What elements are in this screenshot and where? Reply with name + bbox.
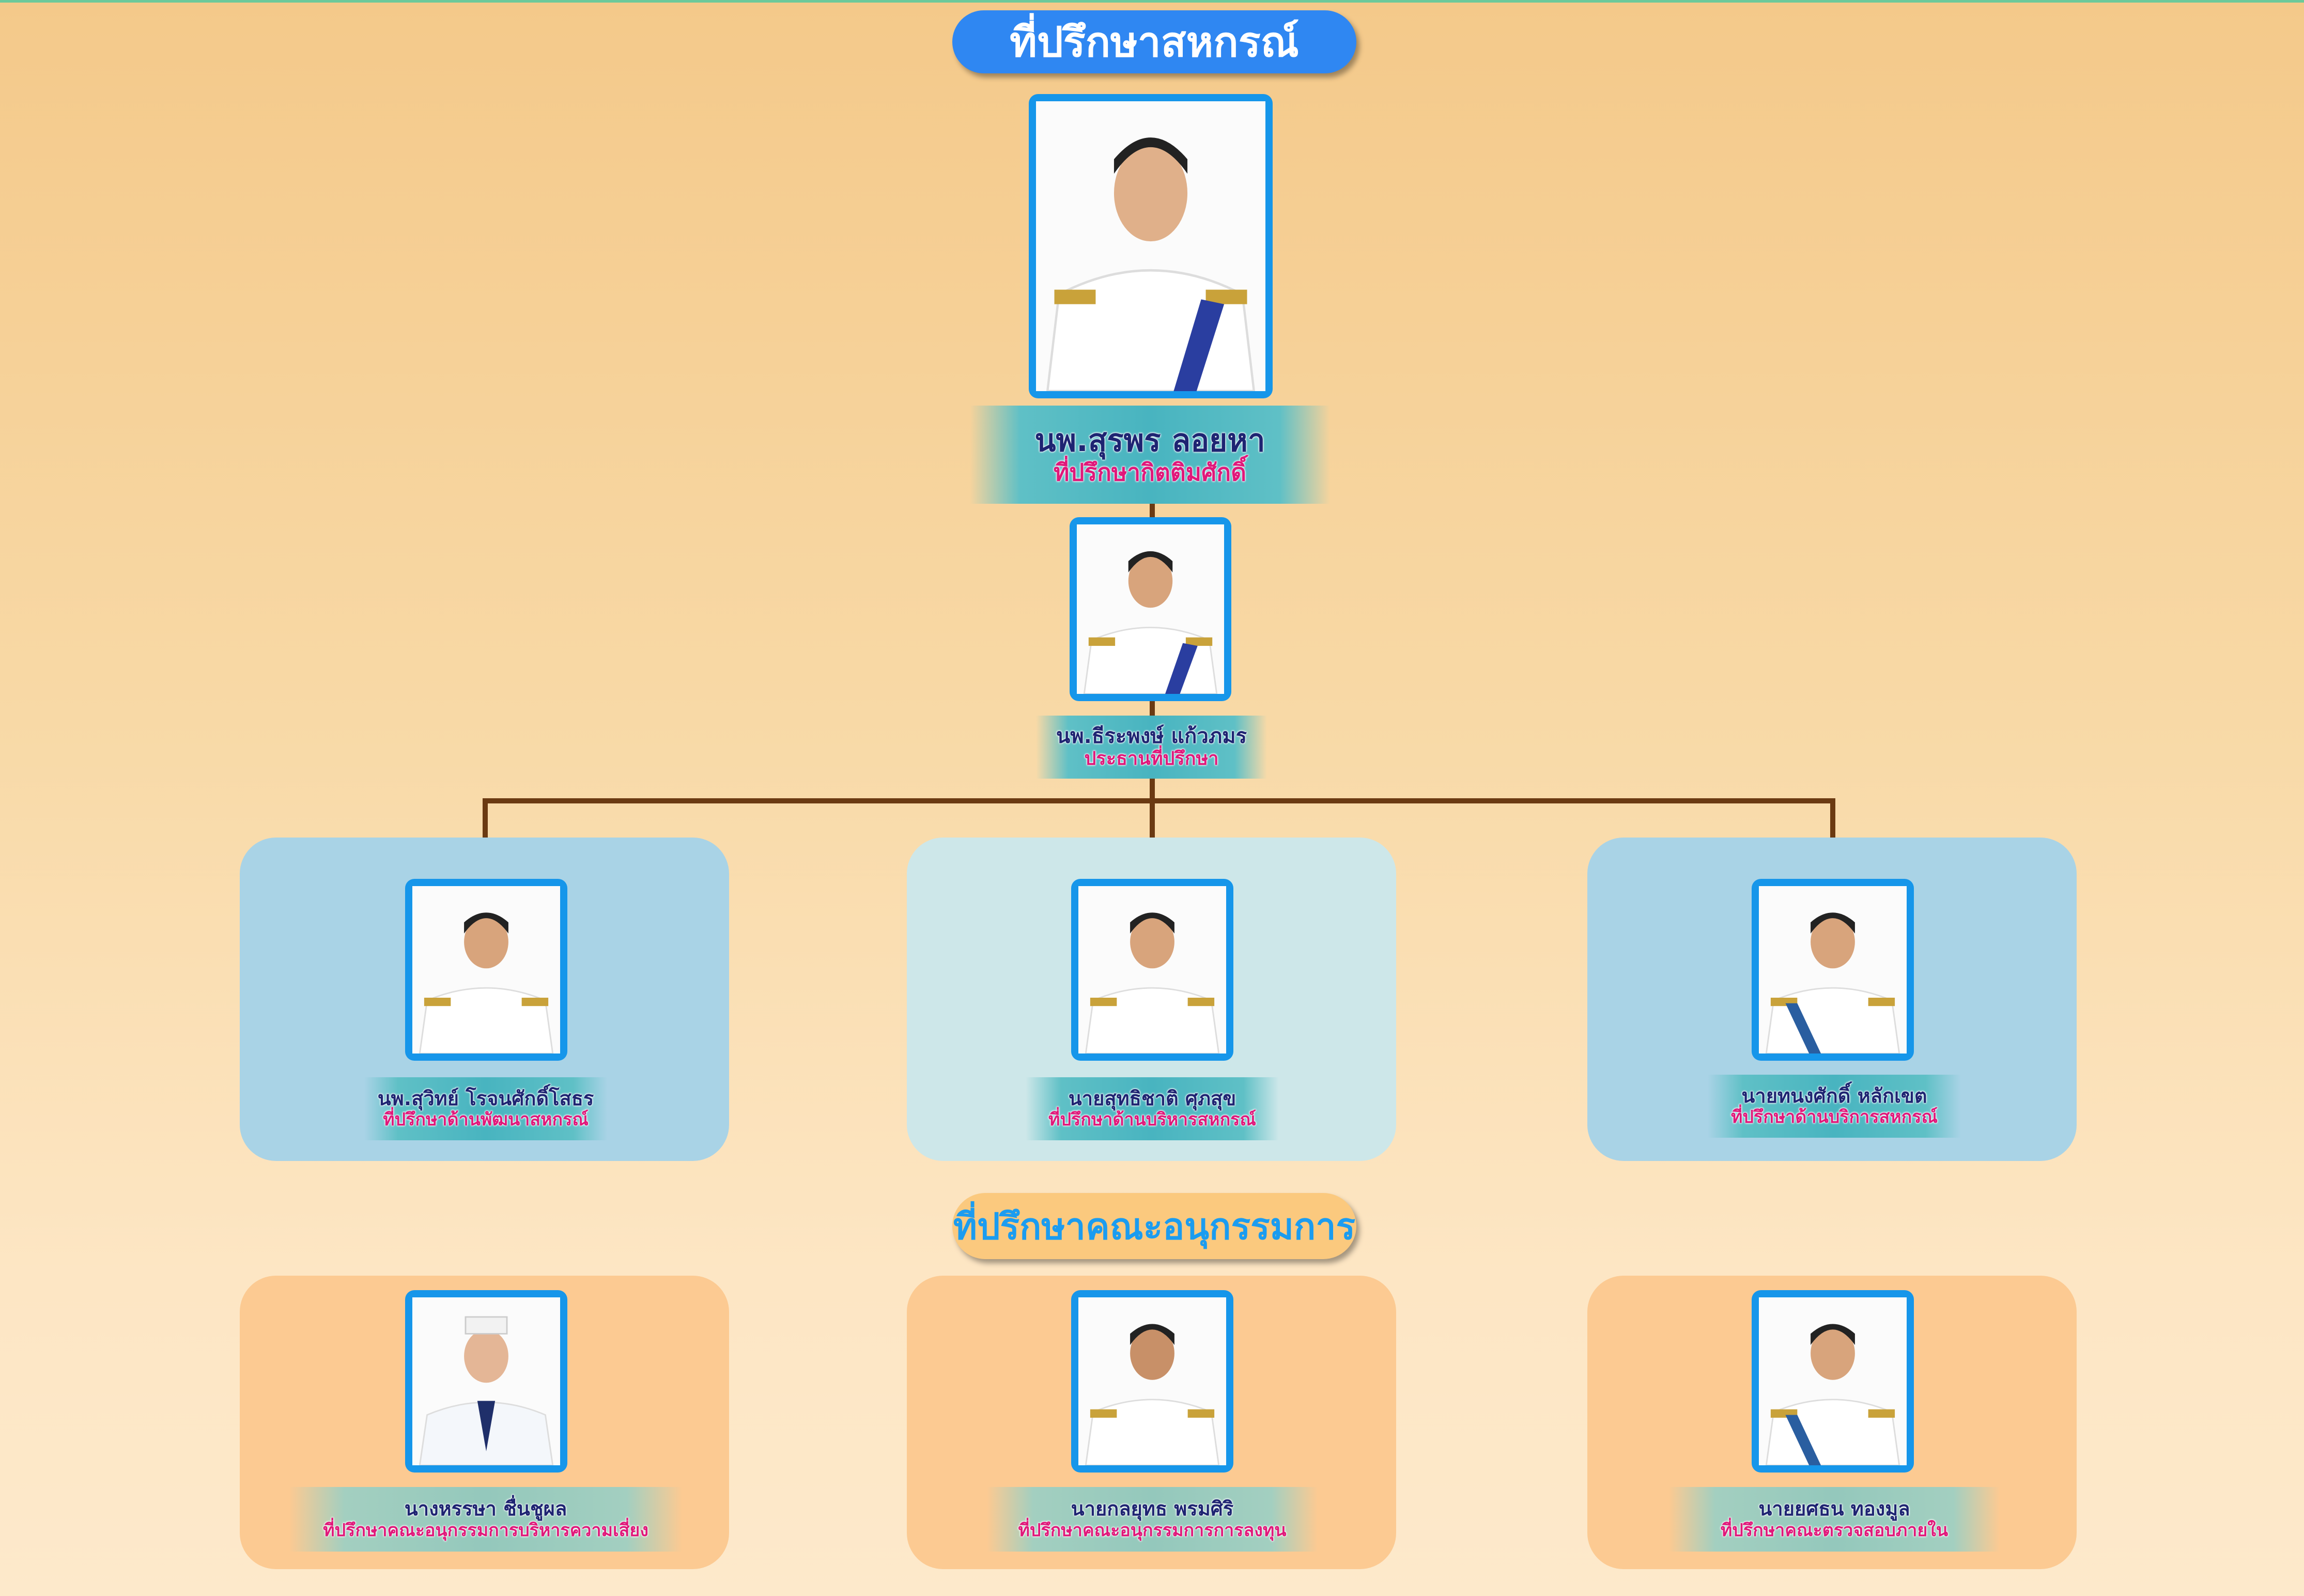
portrait-subcommittee: [405, 1290, 567, 1473]
subcommittee-role: ที่ปรึกษาคณะอนุกรรมการการลงทุน: [1018, 1520, 1287, 1541]
person-icon: [1078, 1297, 1226, 1465]
person-icon: [1759, 886, 1907, 1053]
connector-line: [1150, 504, 1155, 519]
top-border: [0, 0, 2304, 3]
chair-name: นพ.ธีระพงษ์ แก้วภมร: [1056, 724, 1247, 749]
honorary-name: นพ.สุรพร ลอยหา: [1034, 423, 1265, 459]
portrait-subcommittee: [1071, 1290, 1233, 1473]
subcommittee-name: นายยศธน ทองมูล: [1758, 1497, 1910, 1521]
subcommittee-label: นายยศธน ทองมูล ที่ปรึกษาคณะตรวจสอบภายใน: [1669, 1487, 2000, 1552]
portrait-advisor: [1071, 879, 1233, 1061]
honorary-label: นพ.สุรพร ลอยหา ที่ปรึกษากิตติมศักดิ์: [970, 406, 1330, 504]
connector-line: [1150, 779, 1155, 879]
portrait-honorary: [1029, 94, 1273, 398]
portrait-chair: [1070, 517, 1231, 701]
portrait-advisor: [405, 879, 567, 1061]
person-icon: [1077, 524, 1224, 694]
subcommittee-title: ที่ปรึกษาคณะอนุกรรมการ: [952, 1193, 1356, 1259]
portrait-subcommittee: [1752, 1290, 1914, 1473]
advisor-name: นายทนงศักดิ์ หลักเขต: [1741, 1084, 1927, 1107]
advisor-role: ที่ปรึกษาด้านบริการสหกรณ์: [1730, 1107, 1938, 1128]
advisor-role: ที่ปรึกษาด้านบริหารสหกรณ์: [1048, 1109, 1256, 1130]
subcommittee-role: ที่ปรึกษาคณะอนุกรรมการบริหารความเสี่ยง: [323, 1520, 648, 1541]
portrait-advisor: [1752, 879, 1914, 1061]
person-icon: [1078, 886, 1226, 1053]
person-icon: [412, 1297, 560, 1465]
subcommittee-label: นางหรรษา ชื่นชูผล ที่ปรึกษาคณะอนุกรรมการ…: [289, 1487, 682, 1552]
subcommittee-label: นายกลยุทธ พรมศิริ ที่ปรึกษาคณะอนุกรรมการ…: [987, 1487, 1318, 1552]
honorary-role: ที่ปรึกษากิตติมศักดิ์: [1053, 458, 1247, 487]
subcommittee-name: นายกลยุทธ พรมศิริ: [1071, 1497, 1234, 1521]
connector-line: [1150, 701, 1155, 717]
page-title: ที่ปรึกษาสหกรณ์: [952, 10, 1356, 73]
advisor-label: นพ.สุวิทย์ โรจนศักดิ์โสธร ที่ปรึกษาด้านพ…: [364, 1077, 607, 1140]
advisor-name: นพ.สุวิทย์ โรจนศักดิ์โสธร: [377, 1087, 594, 1110]
advisor-role: ที่ปรึกษาด้านพัฒนาสหกรณ์: [383, 1109, 589, 1130]
person-icon: [1759, 1297, 1907, 1465]
advisor-name: นายสุทธิชาติ ศุภสุข: [1068, 1087, 1236, 1110]
advisor-label: นายทนงศักดิ์ หลักเขต ที่ปรึกษาด้านบริการ…: [1708, 1075, 1961, 1138]
subcommittee-role: ที่ปรึกษาคณะตรวจสอบภายใน: [1720, 1520, 1949, 1541]
person-icon: [412, 886, 560, 1053]
chair-label: นพ.ธีระพงษ์ แก้วภมร ประธานที่ปรึกษา: [1036, 716, 1267, 779]
chair-role: ประธานที่ปรึกษา: [1084, 748, 1219, 770]
person-icon: [1036, 101, 1265, 391]
connector-line: [483, 798, 1835, 803]
advisor-label: นายสุทธิชาติ ศุภสุข ที่ปรึกษาด้านบริหารส…: [1026, 1077, 1279, 1140]
subcommittee-name: นางหรรษา ชื่นชูผล: [404, 1497, 567, 1521]
